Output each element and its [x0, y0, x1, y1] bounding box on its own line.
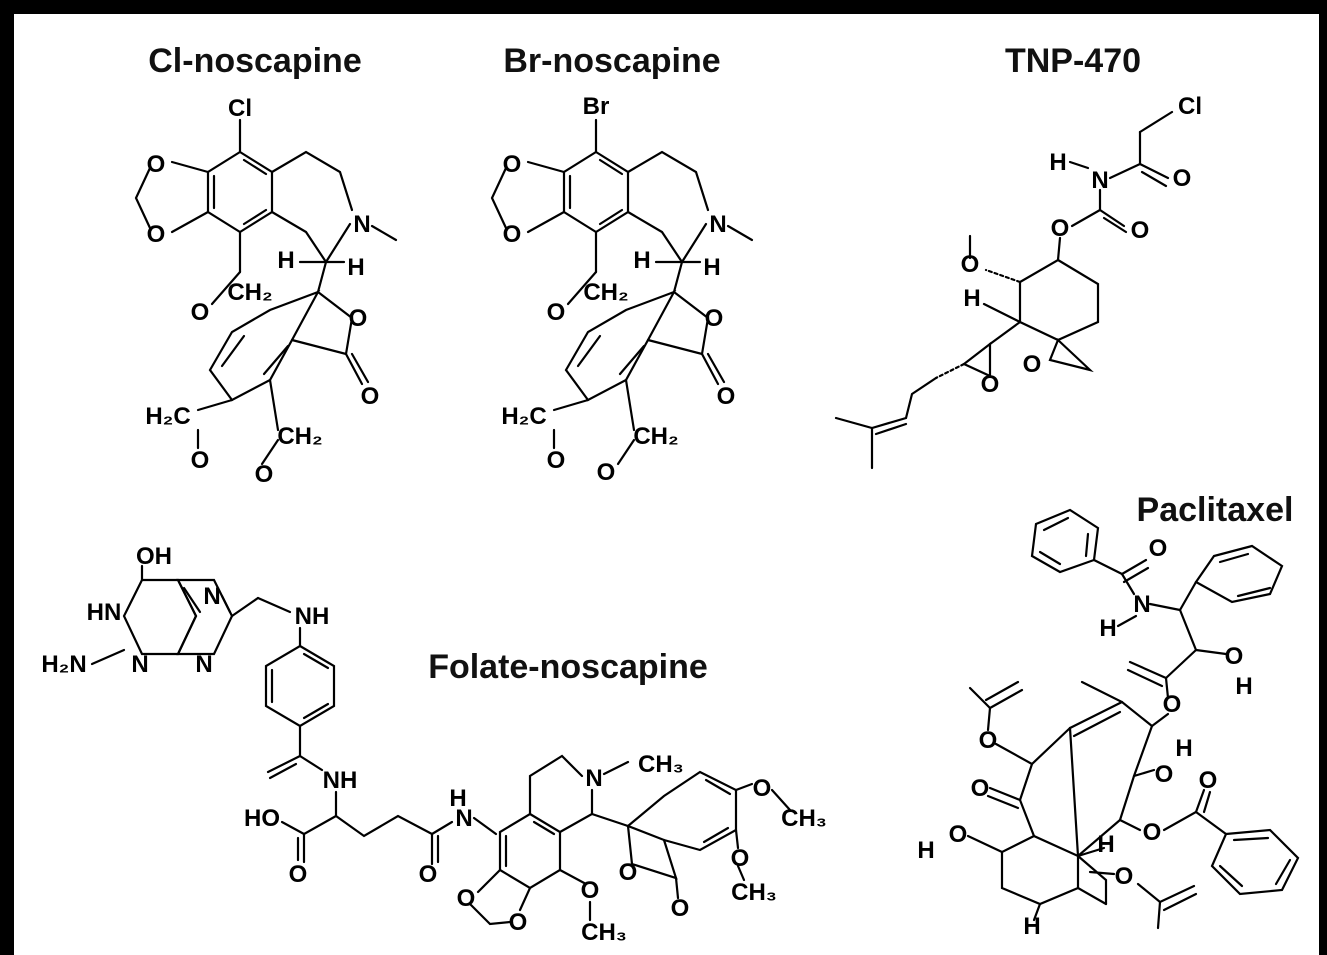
- atom-h2n: H₂N: [41, 651, 86, 678]
- atom-n: N: [455, 805, 472, 832]
- atom-n: N: [195, 651, 212, 678]
- atom-o: O: [1143, 819, 1162, 846]
- atom-h: H: [1049, 149, 1066, 176]
- atom-h: H: [347, 254, 364, 281]
- atom-o: O: [671, 895, 690, 922]
- atom-n: N: [353, 211, 370, 238]
- atom-o: O: [503, 221, 522, 248]
- atom-h: H: [449, 785, 466, 812]
- structure-cl-noscapine: Cl O O N H H CH₂ O O O H₂C CH₂ O O: [134, 95, 398, 488]
- atom-nh: NH: [295, 603, 330, 630]
- atom-o: O: [349, 305, 368, 332]
- atom-h: H: [963, 285, 980, 312]
- atom-nh: NH: [323, 767, 358, 794]
- atom-oh: OH: [136, 543, 172, 570]
- atom-n: N: [131, 651, 148, 678]
- atom-o: O: [191, 299, 210, 326]
- atom-cl: Cl: [228, 95, 252, 122]
- atom-o: O: [1115, 863, 1134, 890]
- atom-o: O: [1131, 217, 1150, 244]
- atom-o: O: [581, 877, 600, 904]
- atom-ch3: CH₃: [638, 751, 684, 778]
- atom-h: H: [703, 254, 720, 281]
- title-paclitaxel: Paclitaxel: [1137, 491, 1294, 529]
- atom-br: Br: [583, 93, 610, 120]
- atom-o: O: [961, 251, 980, 278]
- structure-paclitaxel: O N H O H O O H O O O O H O H O H: [917, 508, 1300, 940]
- atom-o: O: [949, 821, 968, 848]
- atom-h: H: [1235, 673, 1252, 700]
- atom-h: H: [917, 837, 934, 864]
- atom-o: O: [147, 221, 166, 248]
- atom-o: O: [753, 775, 772, 802]
- atom-ch2: CH₂: [633, 423, 678, 450]
- title-br-noscapine: Br-noscapine: [503, 42, 720, 80]
- atom-o: O: [255, 461, 274, 488]
- atom-ch2: CH₂: [277, 423, 322, 450]
- atom-hn: HN: [87, 599, 122, 626]
- title-cl-noscapine: Cl-noscapine: [148, 42, 361, 80]
- atom-o: O: [1173, 165, 1192, 192]
- atom-o: O: [1023, 351, 1042, 378]
- structure-br-noscapine: Br O O N H H CH₂ O O O H₂C CH₂ O O: [490, 93, 754, 486]
- atom-o: O: [619, 859, 638, 886]
- atom-o: O: [1051, 215, 1070, 242]
- atom-ch2: CH₂: [583, 279, 628, 306]
- atom-o: O: [981, 371, 1000, 398]
- atom-ho: HO: [244, 805, 280, 832]
- atom-o: O: [509, 909, 528, 936]
- atom-h: H: [1023, 913, 1040, 940]
- atom-o: O: [457, 885, 476, 912]
- atom-o: O: [717, 383, 736, 410]
- atom-n: N: [1091, 167, 1108, 194]
- atom-o: O: [1155, 761, 1174, 788]
- atom-ch2: CH₂: [227, 279, 272, 306]
- atom-o: O: [597, 459, 616, 486]
- atom-o: O: [1225, 643, 1244, 670]
- atom-o: O: [147, 151, 166, 178]
- title-tnp-470: TNP-470: [1005, 42, 1141, 80]
- atom-o: O: [503, 151, 522, 178]
- atom-o: O: [547, 299, 566, 326]
- atom-h: H: [1099, 615, 1116, 642]
- atom-o: O: [731, 845, 750, 872]
- atom-cl: Cl: [1178, 93, 1202, 120]
- atom-h2c: H₂C: [501, 403, 546, 430]
- atom-o: O: [191, 447, 210, 474]
- atom-h: H: [633, 247, 650, 274]
- atom-n: N: [203, 583, 220, 610]
- atom-n: N: [585, 765, 602, 792]
- atom-ch3: CH₃: [731, 879, 777, 906]
- atom-o: O: [1199, 767, 1218, 794]
- atom-o: O: [289, 861, 308, 888]
- atom-o: O: [1149, 535, 1168, 562]
- atom-o: O: [971, 775, 990, 802]
- atom-ch3: CH₃: [781, 805, 827, 832]
- atom-n: N: [1133, 591, 1150, 618]
- atom-h2c: H₂C: [145, 403, 190, 430]
- atom-o: O: [1163, 691, 1182, 718]
- title-folate-noscapine: Folate-noscapine: [428, 648, 708, 686]
- atom-h: H: [277, 247, 294, 274]
- atom-o: O: [547, 447, 566, 474]
- atom-h: H: [1097, 831, 1114, 858]
- atom-ch3: CH₃: [581, 919, 627, 946]
- structure-tnp-470: Cl H N O O O O H O O: [834, 93, 1202, 470]
- atom-o: O: [419, 861, 438, 888]
- structure-folate-noscapine: OH N HN NH H₂N N N NH HO O O H N N CH₃ O…: [41, 543, 827, 946]
- atom-o: O: [979, 727, 998, 754]
- atom-o: O: [705, 305, 724, 332]
- atom-n: N: [709, 211, 726, 238]
- atom-h: H: [1175, 735, 1192, 762]
- atom-o: O: [361, 383, 380, 410]
